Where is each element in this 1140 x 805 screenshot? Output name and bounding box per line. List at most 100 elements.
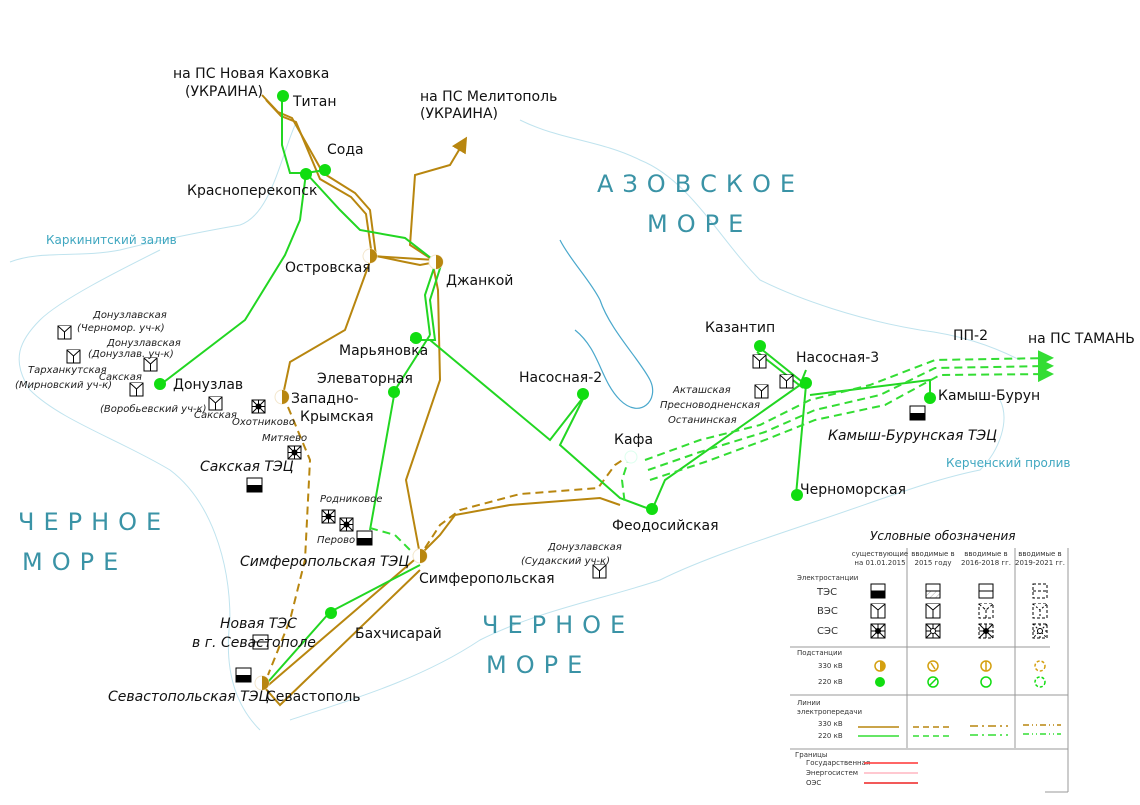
label-elevatornaya: Элеваторная xyxy=(317,371,413,387)
substation-maryanovka[interactable] xyxy=(410,332,422,344)
label-simferopol-tec: Симферопольская ТЭЦ xyxy=(240,554,409,570)
legend-line-220: 220 кВ xyxy=(818,732,843,740)
substation-kamysh-burun[interactable] xyxy=(924,392,936,404)
label-ostrovskaya: Островская xyxy=(285,260,371,276)
wind-plant-icon[interactable] xyxy=(752,354,767,369)
legend-row-tes: ТЭС xyxy=(816,587,837,598)
substation-chernomorskaya[interactable] xyxy=(791,489,803,501)
coastline xyxy=(9,119,1021,731)
wind-plant-icon[interactable] xyxy=(592,564,607,579)
label-donuzlav: Донузлав xyxy=(173,377,243,393)
substation-soda[interactable] xyxy=(319,164,331,176)
thermal-plants xyxy=(235,405,926,683)
substation-donuzlav[interactable] xyxy=(154,378,166,390)
label-saki: Сакская xyxy=(194,410,237,421)
label-tarkhankut-2: (Мирновский уч-к) xyxy=(15,380,112,391)
wind-plants xyxy=(57,325,794,579)
wind-plant-icon[interactable] xyxy=(129,382,144,397)
label-kazantip: Казантип xyxy=(705,320,775,336)
tes-kamysh-burun-icon[interactable] xyxy=(909,405,926,421)
sea-black-south-1: ЧЕРНОЕ xyxy=(482,611,634,639)
solar-plants xyxy=(251,399,354,532)
legend-col-3-b: 2016-2018 гг. xyxy=(961,559,1011,567)
label-mityaevo: Митяево xyxy=(262,433,307,444)
substation-kazantip[interactable] xyxy=(754,340,766,352)
sea-azov-1: АЗОВСКОЕ xyxy=(597,170,804,198)
legend-col-1-a: существующие xyxy=(852,550,908,558)
legend-row-ves: ВЭС xyxy=(817,606,838,617)
legend-row-220: 220 кВ xyxy=(818,678,843,686)
legend-substations-header: Подстанции xyxy=(797,649,842,657)
substation-kafa[interactable] xyxy=(624,450,638,464)
substation-feodosiyskaya[interactable] xyxy=(646,503,658,515)
substation-nasosnaya3[interactable] xyxy=(800,377,812,389)
label-donuzlav-chernomor-2: (Черномор. уч-к) xyxy=(77,323,165,334)
wind-plant-icon[interactable] xyxy=(143,357,158,372)
legend-border-energy: Энергосистем xyxy=(806,769,858,777)
tes-new-sevastopol-icon[interactable] xyxy=(252,634,269,650)
wind-plant-icon[interactable] xyxy=(66,349,81,364)
label-nasosnaya3: Насосная-3 xyxy=(796,350,879,366)
legend-plants-header: Электростанции xyxy=(797,574,858,582)
legend-row-ses: СЭС xyxy=(817,626,838,637)
label-dzhankoy: Джанкой xyxy=(446,273,513,289)
sea-black-west-2: МОРЕ xyxy=(22,548,127,576)
ext-taman-label: на ПС ТАМАНЬ xyxy=(1028,331,1135,347)
label-sevastopol-tec: Севастопольская ТЭЦ xyxy=(108,689,269,705)
label-saki-tec: Сакская ТЭЦ xyxy=(200,459,294,475)
label-donuzlav-sudak-1: Донузлавская xyxy=(547,542,622,553)
legend-col-4-a: вводимые в xyxy=(1018,550,1061,558)
substations-330kv xyxy=(254,248,444,691)
label-zapadno-krymskaya-1: Западно- xyxy=(291,391,359,407)
substation-dzhankoy[interactable] xyxy=(428,254,444,270)
label-donuzlav-donuzlav-1: Донузлавская xyxy=(106,338,181,349)
substation-sevastopol[interactable] xyxy=(254,675,270,691)
wind-plant-icon[interactable] xyxy=(208,396,223,411)
sea-black-south-2: МОРЕ xyxy=(486,651,591,679)
legend-lines-header-1: Линии xyxy=(797,699,821,707)
label-donuzlav-sudak-2: (Судакский уч-к) xyxy=(521,556,610,567)
tes-sevastopol-icon[interactable] xyxy=(235,667,252,683)
ext-melitopol-label: на ПС Мелитополь xyxy=(420,89,557,105)
label-tarkhankut-1: Тарханкутская xyxy=(28,365,107,376)
label-zapadno-krymskaya-2: Крымская xyxy=(300,409,374,425)
legend-border-oes: ОЭС xyxy=(806,779,821,787)
solar-plant-icon[interactable] xyxy=(321,509,336,524)
substation-simferopolskaya[interactable] xyxy=(412,548,428,564)
label-maryanovka: Марьяновка xyxy=(339,343,428,359)
label-soda: Сода xyxy=(327,142,364,158)
wind-plant-icon[interactable] xyxy=(57,325,72,340)
labels: на ПС Новая Каховка (УКРАИНА) на ПС Мели… xyxy=(15,66,1135,705)
wind-plant-icon[interactable] xyxy=(779,374,794,389)
substation-krasnoperekopsk[interactable] xyxy=(300,168,312,180)
label-rodnikovoe: Родниковое xyxy=(320,494,382,505)
substation-elevatornaya[interactable] xyxy=(388,386,400,398)
substation-zapadno-krymskaya[interactable] xyxy=(274,389,290,405)
tes-simferopol-icon[interactable] xyxy=(356,530,373,546)
solar-plant-icon[interactable] xyxy=(287,445,302,460)
label-aktash-3: Останинская xyxy=(668,415,737,426)
substation-nasosnaya2[interactable] xyxy=(577,388,589,400)
label-kamysh-burun-tec: Камыш-Бурунская ТЭЦ xyxy=(828,428,997,444)
label-aktash-2: Пресноводненская xyxy=(660,400,760,411)
legend-borders-header: Границы xyxy=(795,751,827,759)
substation-titan[interactable] xyxy=(277,90,289,102)
label-sevastopol: Севастополь xyxy=(266,689,361,705)
lines-330kv xyxy=(261,94,631,707)
label-okhotnikovo: Охотниково xyxy=(232,417,295,428)
tes-saki-icon[interactable] xyxy=(246,477,263,493)
substations-220kv xyxy=(154,90,936,619)
substation-bakhchisaray[interactable] xyxy=(325,607,337,619)
wind-plant-icon[interactable] xyxy=(754,384,769,399)
lines-220kv xyxy=(159,96,1054,683)
solar-plant-icon[interactable] xyxy=(251,399,266,414)
legend-border-state: Государственная xyxy=(806,759,870,767)
substation-ostrovskaya[interactable] xyxy=(362,248,378,264)
solar-plant-icon[interactable] xyxy=(339,517,354,532)
label-new-tes-1: Новая ТЭС xyxy=(220,616,297,632)
label-krasnoperekopsk: Красноперекопск xyxy=(187,183,317,199)
label-chernomorskaya: Черноморская xyxy=(800,482,906,498)
label-bakhchisaray: Бахчисарай xyxy=(355,626,442,642)
legend-title: Условные обозначения xyxy=(870,529,1016,543)
